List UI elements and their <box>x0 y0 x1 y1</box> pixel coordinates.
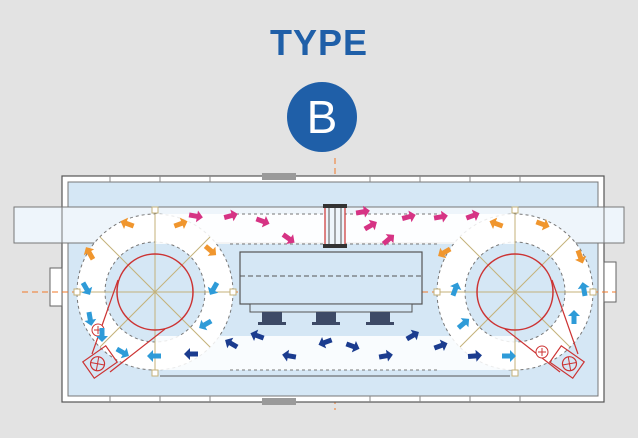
type-badge: B <box>287 82 357 152</box>
bottom-flange <box>262 398 296 405</box>
page-title: TYPE <box>269 22 369 63</box>
nozzles <box>258 312 394 325</box>
left-port <box>49 267 63 307</box>
belt-left <box>91 279 166 373</box>
top-flange <box>262 173 296 180</box>
burner-element <box>323 204 347 248</box>
fan-spokes-left <box>77 214 233 370</box>
motor-icon <box>548 344 586 380</box>
fan-spokes-right <box>437 214 593 370</box>
motor-icon <box>81 344 119 380</box>
fan-wheel-left <box>116 253 194 331</box>
right-port <box>603 261 617 303</box>
heater-base <box>249 303 413 313</box>
fan-wheel-right <box>476 253 554 331</box>
belt-right <box>504 279 579 373</box>
heater-box <box>239 251 423 305</box>
